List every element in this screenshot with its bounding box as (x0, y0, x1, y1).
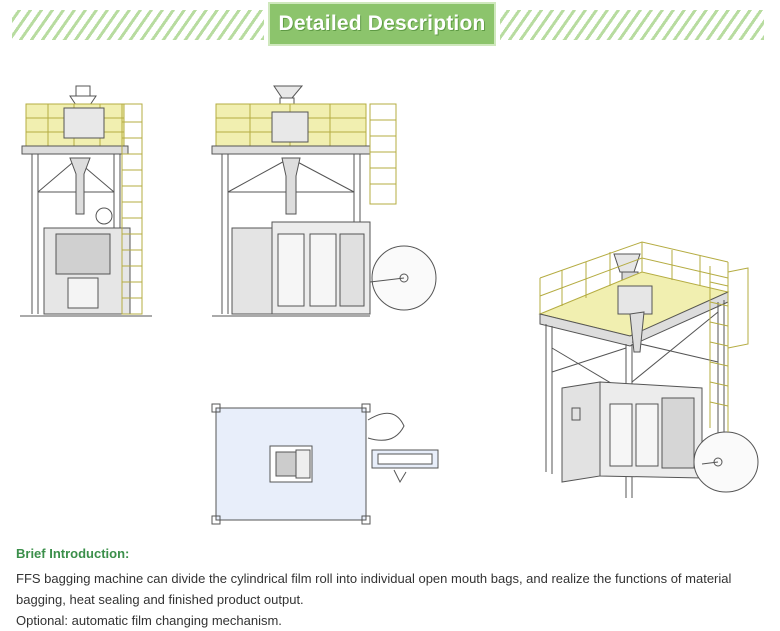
section-banner: Detailed Description (268, 2, 496, 46)
intro-heading: Brief Introduction: (16, 546, 130, 561)
intro-paragraph: FFS bagging machine can divide the cylin… (16, 571, 732, 607)
top-view-drawing (211, 403, 439, 525)
header-hatch-left (12, 10, 264, 40)
isometric-view-drawing (538, 241, 759, 498)
intro-body: FFS bagging machine can divide the cylin… (16, 568, 766, 631)
side-view-drawing (211, 85, 437, 317)
header-hatch-right (500, 10, 764, 40)
section-title: Detailed Description (278, 12, 486, 35)
front-view-drawing (20, 85, 152, 317)
intro-optional-note: Optional: automatic film changing mechan… (16, 613, 282, 628)
